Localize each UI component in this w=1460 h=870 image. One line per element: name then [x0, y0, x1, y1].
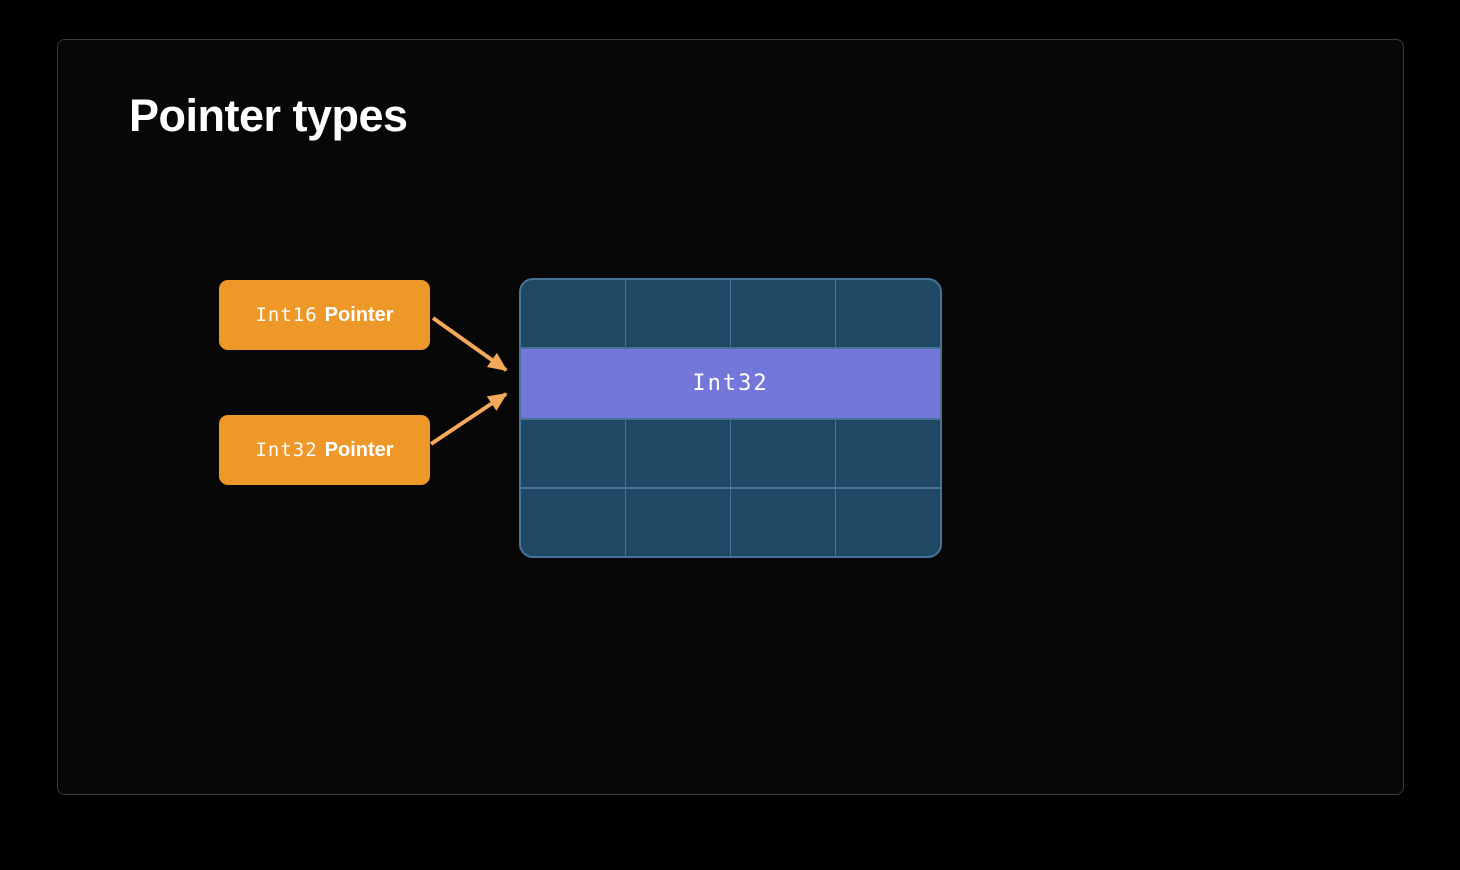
int16-pointer-box: Int16 Pointer [219, 280, 430, 350]
memory-cell [731, 488, 835, 556]
memory-highlight-label: Int32 [692, 371, 769, 397]
memory-grid: Int32 [519, 278, 942, 558]
memory-cell [521, 419, 625, 488]
arrow-int32-to-row [429, 392, 508, 446]
memory-row [521, 488, 940, 556]
slide: Pointer types Int16 Pointer Int32 Pointe… [57, 39, 1404, 795]
memory-cell [626, 419, 730, 488]
memory-cell [731, 419, 835, 488]
memory-cell [521, 280, 625, 348]
memory-highlight-row: Int32 [521, 348, 940, 419]
int32-pointer-suffix-label: Pointer [324, 438, 394, 461]
int32-pointer-box: Int32 Pointer [219, 415, 430, 485]
memory-cell [731, 280, 835, 348]
memory-cell [836, 488, 940, 556]
int16-pointer-suffix-label: Pointer [324, 303, 394, 326]
int32-pointer-type-label: Int32 [255, 439, 318, 461]
memory-cell [521, 488, 625, 556]
memory-cell [836, 419, 940, 488]
int16-pointer-type-label: Int16 [255, 304, 318, 326]
memory-row [521, 280, 940, 348]
slide-title: Pointer types [129, 90, 408, 141]
memory-cell [626, 280, 730, 348]
memory-row [521, 419, 940, 488]
memory-cell [836, 280, 940, 348]
arrow-int16-to-row [431, 316, 508, 372]
memory-cell [626, 488, 730, 556]
